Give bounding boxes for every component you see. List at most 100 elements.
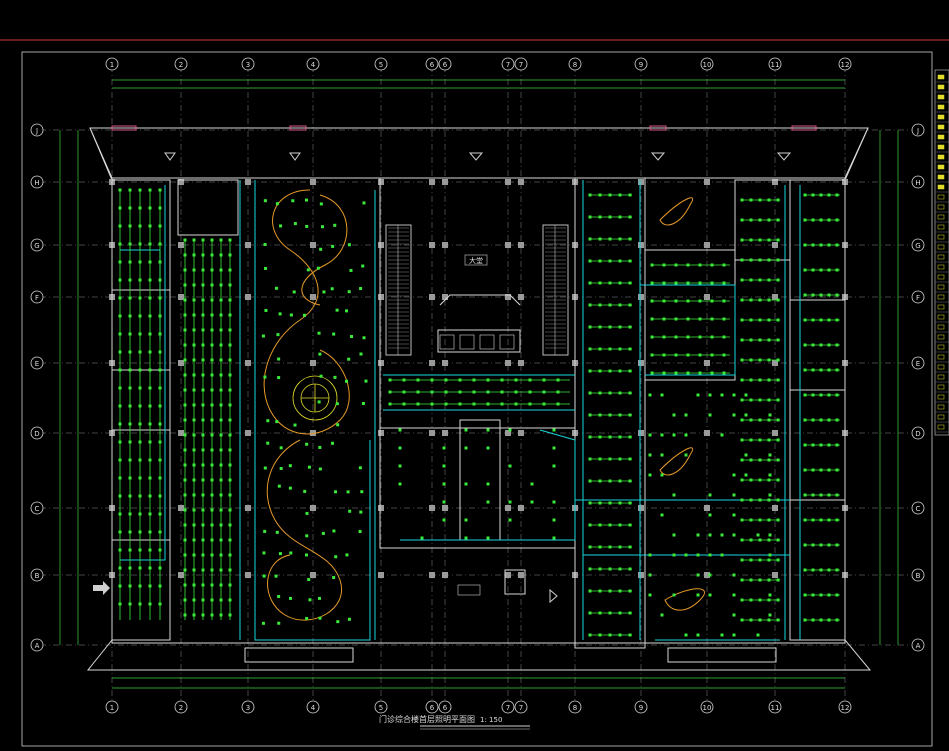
svg-text:5: 5 — [379, 61, 383, 69]
svg-text:J: J — [916, 127, 919, 135]
column-axis-bubble: 6 — [438, 57, 452, 71]
column-axis-bubble: 12 — [838, 57, 852, 71]
column-axis-bubble: 1 — [105, 57, 119, 71]
hall-label: 大堂 — [457, 254, 488, 596]
svg-text:C: C — [35, 505, 40, 513]
column-axis-bubble: 11 — [768, 700, 782, 714]
svg-text:1: 1 — [110, 704, 114, 712]
svg-text:7: 7 — [519, 61, 523, 69]
column-axis-bubble: 10 — [700, 700, 714, 714]
column-axis-bubble: 4 — [306, 700, 320, 714]
row-axis-bubble: H — [30, 175, 44, 189]
column-axis-bubble: 2 — [174, 700, 188, 714]
svg-text:9: 9 — [639, 704, 643, 712]
column-axis-bubble: 1 — [105, 700, 119, 714]
column-axis-bubble: 8 — [568, 700, 582, 714]
svg-text:C: C — [916, 505, 921, 513]
svg-text:7: 7 — [506, 61, 510, 69]
hall-label-text: 大堂 — [469, 256, 483, 265]
svg-text:6: 6 — [443, 61, 448, 69]
drawing-scale: 1: 150 — [480, 716, 502, 724]
svg-text:11: 11 — [771, 61, 780, 69]
row-axis-bubble: E — [30, 356, 44, 370]
column-axis-bubble: 7 — [501, 700, 515, 714]
column-grid-lines — [111, 66, 846, 700]
column-axis-bubble: 7 — [514, 57, 528, 71]
column-axis-bubble: 7 — [514, 700, 528, 714]
interior-walls — [111, 177, 846, 663]
svg-text:J: J — [35, 127, 38, 135]
row-axis-bubble: C — [911, 501, 925, 515]
svg-text:D: D — [915, 430, 920, 438]
row-axis-bubble: G — [911, 238, 925, 252]
decorative-ceiling-curves — [263, 189, 706, 621]
legend-table — [934, 69, 949, 436]
drawing-title-block: 门诊综合楼首层照明平面图 1: 150 — [379, 714, 530, 730]
svg-text:10: 10 — [703, 61, 712, 69]
svg-text:F: F — [916, 294, 920, 302]
row-axis-bubble: B — [30, 568, 44, 582]
column-axis-bubble: 5 — [374, 700, 388, 714]
svg-text:6: 6 — [430, 61, 435, 69]
svg-text:10: 10 — [703, 704, 712, 712]
svg-text:D: D — [34, 430, 39, 438]
column-axis-bubble: 6 — [438, 700, 452, 714]
column-axis-bubble: 11 — [768, 57, 782, 71]
row-axis-bubble: B — [911, 568, 925, 582]
column-axis-bubble: 7 — [501, 57, 515, 71]
svg-text:3: 3 — [246, 61, 250, 69]
svg-text:E: E — [35, 360, 39, 368]
row-axis-bubble: A — [911, 638, 925, 652]
row-axis-bubble: H — [911, 175, 925, 189]
svg-text:7: 7 — [506, 704, 510, 712]
column-axis-bubble: 4 — [306, 57, 320, 71]
column-axis-bubble: 12 — [838, 700, 852, 714]
column-axis-bubble: 8 — [568, 57, 582, 71]
svg-text:2: 2 — [179, 61, 183, 69]
svg-text:6: 6 — [430, 704, 435, 712]
svg-text:1: 1 — [110, 61, 114, 69]
svg-text:E: E — [916, 360, 920, 368]
column-axis-bubble: 3 — [241, 57, 255, 71]
row-axis-labels-right: J H G F E D C B A — [911, 123, 925, 652]
svg-text:H: H — [915, 179, 920, 187]
row-axis-bubble: G — [30, 238, 44, 252]
svg-text:B: B — [35, 572, 40, 580]
svg-text:6: 6 — [443, 704, 448, 712]
svg-text:A: A — [916, 642, 921, 650]
drawing-title: 门诊综合楼首层照明平面图 — [379, 714, 475, 724]
row-axis-bubble: E — [911, 356, 925, 370]
drawing-frame — [21, 51, 933, 747]
column-axis-bubble: 9 — [634, 57, 648, 71]
svg-text:A: A — [35, 642, 40, 650]
svg-text:2: 2 — [179, 704, 183, 712]
dimension-lines — [59, 79, 899, 689]
svg-text:11: 11 — [771, 704, 780, 712]
column-axis-bubble: 3 — [241, 700, 255, 714]
svg-text:8: 8 — [573, 704, 577, 712]
svg-text:H: H — [34, 179, 39, 187]
svg-text:4: 4 — [311, 61, 316, 69]
svg-text:12: 12 — [841, 61, 850, 69]
row-axis-bubble: D — [30, 426, 44, 440]
column-axis-bubble: 9 — [634, 700, 648, 714]
luminaires — [118, 188, 840, 637]
building-outline — [86, 125, 872, 671]
row-axis-labels-left: J H G F E D C B A — [30, 123, 44, 652]
svg-text:G: G — [915, 242, 920, 250]
column-axis-bubble: 6 — [425, 700, 439, 714]
svg-text:4: 4 — [311, 704, 316, 712]
svg-text:7: 7 — [519, 704, 523, 712]
row-axis-bubble: F — [30, 290, 44, 304]
column-axis-bubble: 2 — [174, 57, 188, 71]
row-axis-bubble: F — [911, 290, 925, 304]
svg-text:9: 9 — [639, 61, 643, 69]
row-axis-bubble: A — [30, 638, 44, 652]
row-axis-bubble: J — [911, 123, 925, 137]
row-axis-bubble: C — [30, 501, 44, 515]
svg-text:5: 5 — [379, 704, 383, 712]
svg-text:B: B — [916, 572, 921, 580]
